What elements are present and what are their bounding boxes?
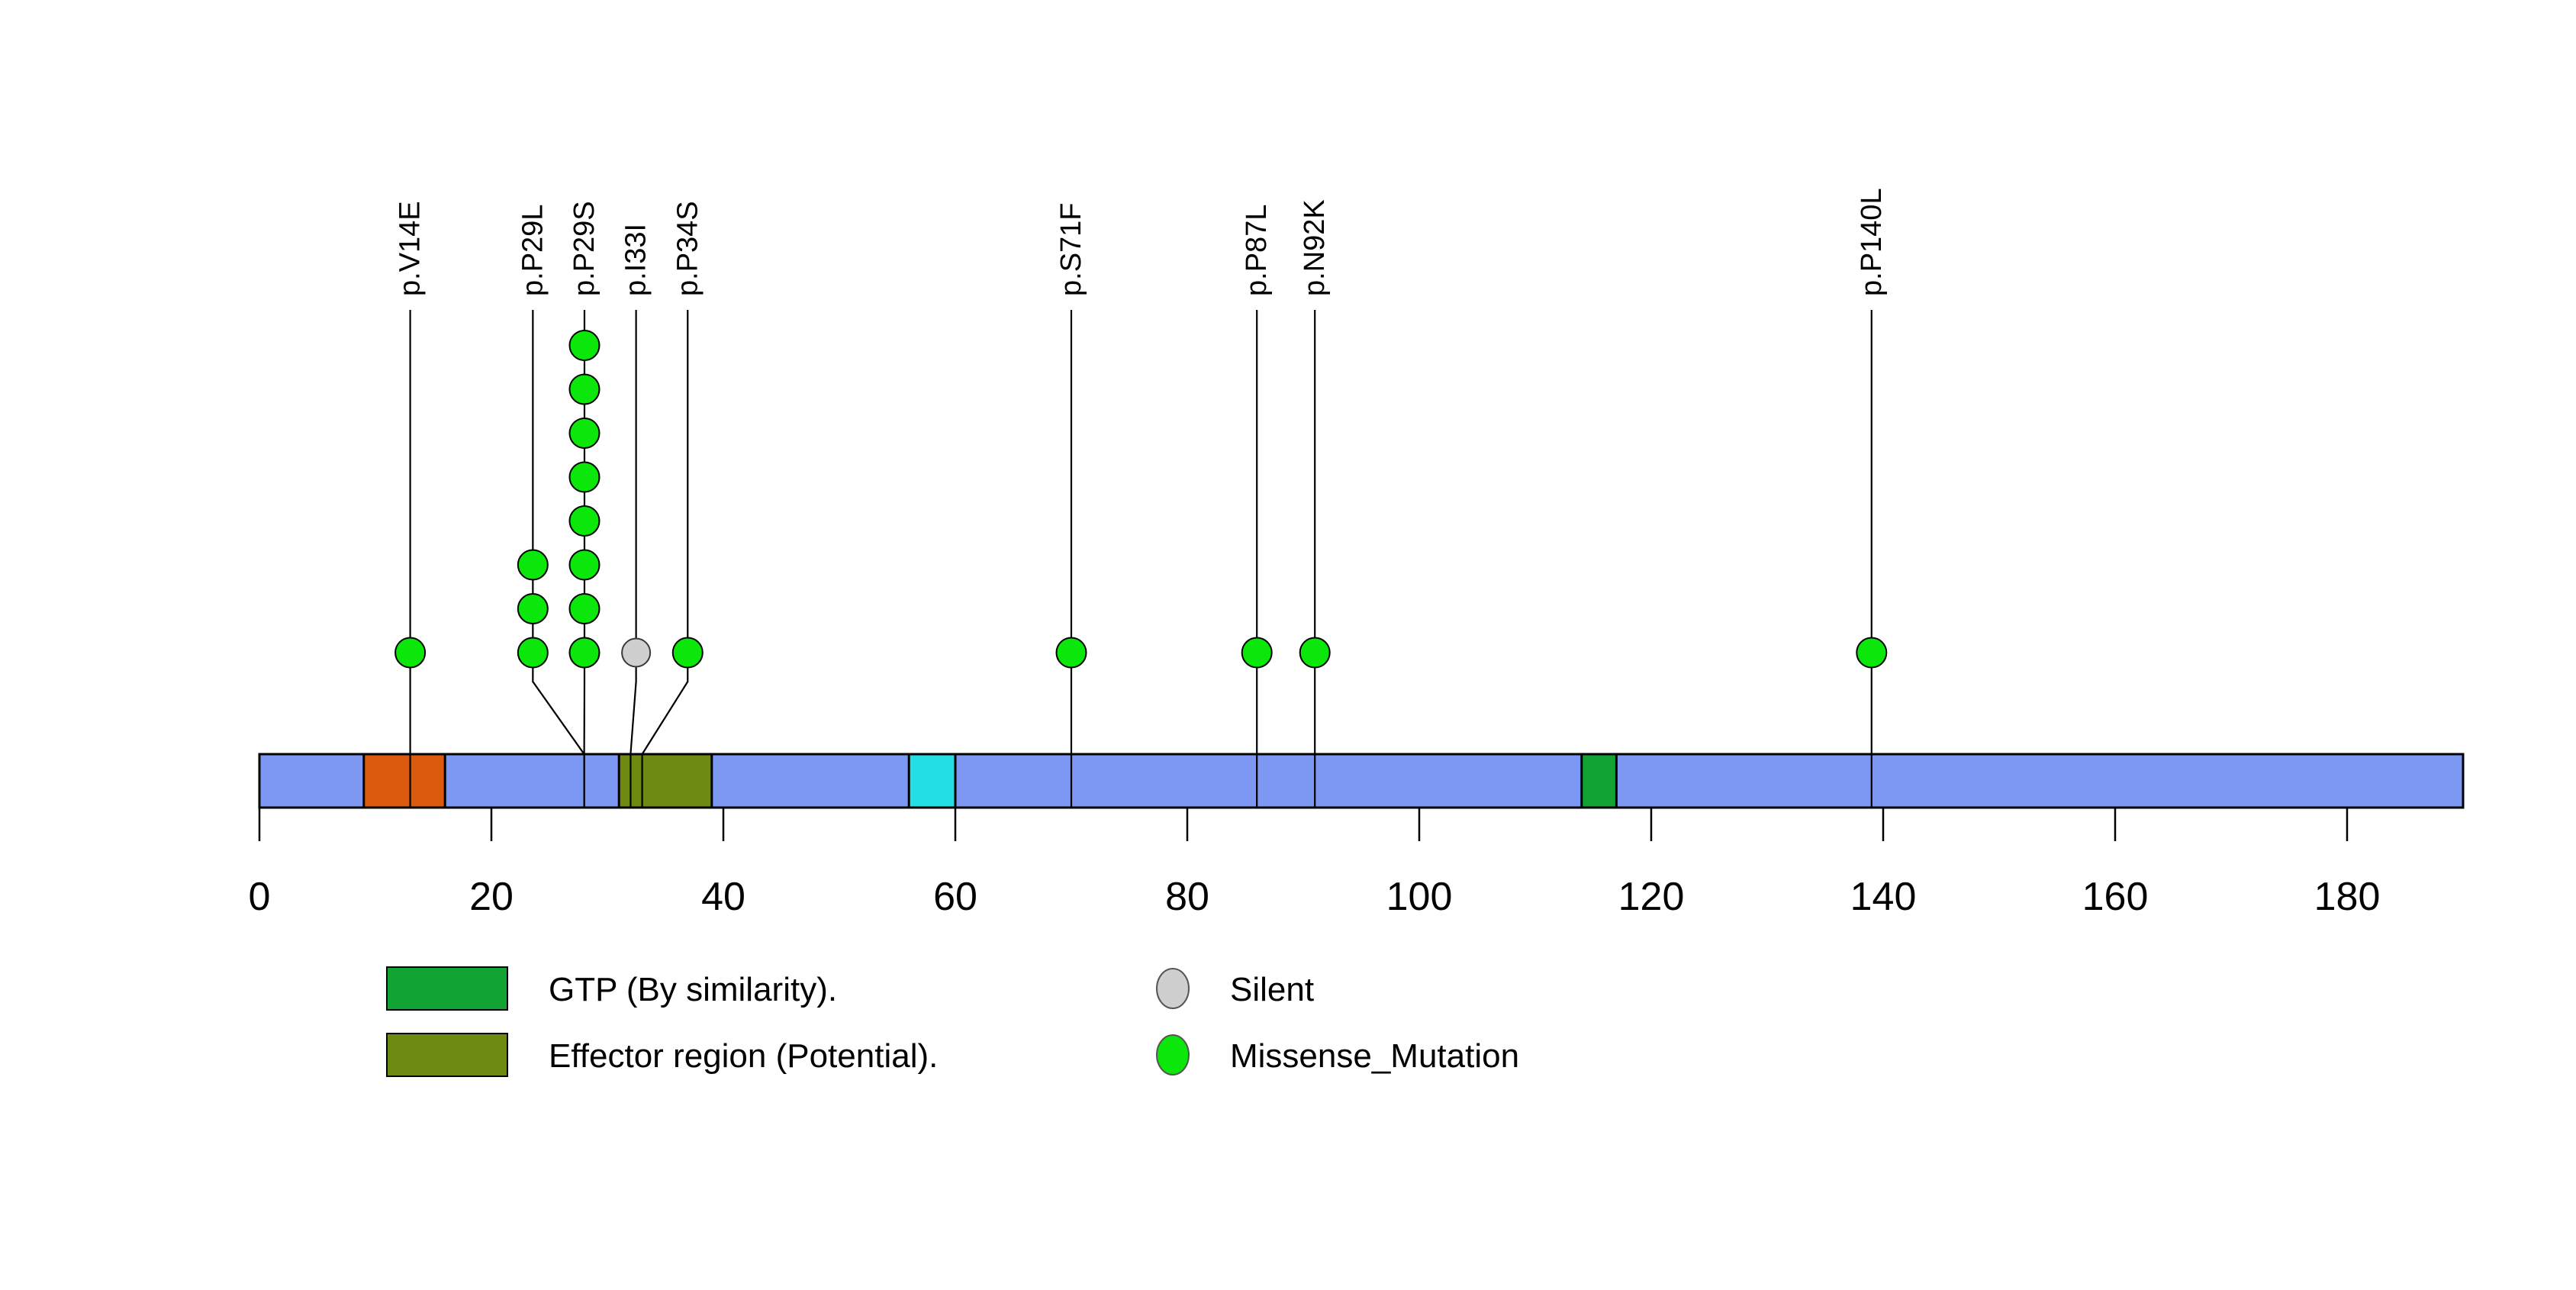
mutation-circle (621, 637, 652, 668)
mutation-label: p.P34S (671, 201, 704, 296)
mutation-label: p.P29L (517, 205, 549, 296)
legend-mutation-label: Missense_Mutation (1230, 1037, 1519, 1075)
domain-rect (362, 753, 446, 809)
axis-tick-label: 160 (2082, 875, 2149, 919)
mutation-circle (568, 418, 601, 449)
axis-tick-label: 40 (701, 875, 745, 919)
mutation-circle (1299, 637, 1331, 669)
axis-tick-label: 20 (469, 875, 514, 919)
axis-tick-label: 80 (1165, 875, 1209, 919)
mutation-label: p.S71F (1055, 202, 1087, 296)
mutation-circle (568, 593, 601, 624)
mutation-circle (1055, 637, 1087, 669)
mutation-circle (517, 593, 549, 624)
legend-domain-label: Effector region (Potential). (549, 1037, 938, 1075)
axis-tick-label: 0 (249, 875, 271, 919)
mutation-circle (671, 637, 704, 669)
domain-rect (907, 753, 957, 809)
axis-tick-label: 180 (2314, 875, 2381, 919)
mutation-label: p.I33I (620, 224, 652, 296)
mutation-label: p.P140L (1856, 188, 1888, 296)
mutation-circle (517, 637, 549, 669)
mutation-circle (394, 637, 427, 669)
mutation-circle (1856, 637, 1888, 669)
mutation-stem (641, 310, 689, 808)
legend-domain-swatch (386, 966, 508, 1011)
domain-rect (617, 753, 713, 809)
legend-mutation-label: Silent (1230, 971, 1314, 1008)
mutation-circle (568, 549, 601, 581)
legend-mutation-swatch (1156, 1034, 1190, 1076)
mutation-circle (568, 637, 601, 669)
mutation-circle (568, 461, 601, 493)
axis-tick-label: 60 (933, 875, 977, 919)
axis-tick-label: 100 (1386, 875, 1453, 919)
mutation-circle (517, 549, 549, 581)
mutation-label: p.P87L (1241, 205, 1273, 296)
mutation-label: p.N92K (1299, 199, 1331, 296)
axis-tick-label: 140 (1850, 875, 1917, 919)
protein-bar (258, 753, 2465, 809)
legend-domain-swatch (386, 1033, 508, 1077)
mutation-circle (568, 330, 601, 361)
mutation-label: p.V14E (394, 201, 427, 296)
legend-domain-label: GTP (By similarity). (549, 971, 837, 1008)
mutation-circle (568, 373, 601, 405)
axis-tick-label: 120 (1618, 875, 1685, 919)
mutation-label: p.P29S (568, 201, 601, 296)
domain-rect (1580, 753, 1618, 809)
legend-mutation-swatch (1156, 968, 1190, 1009)
mutation-circle (1241, 637, 1273, 669)
mutation-circle (568, 505, 601, 537)
mutation-stem (630, 310, 637, 808)
